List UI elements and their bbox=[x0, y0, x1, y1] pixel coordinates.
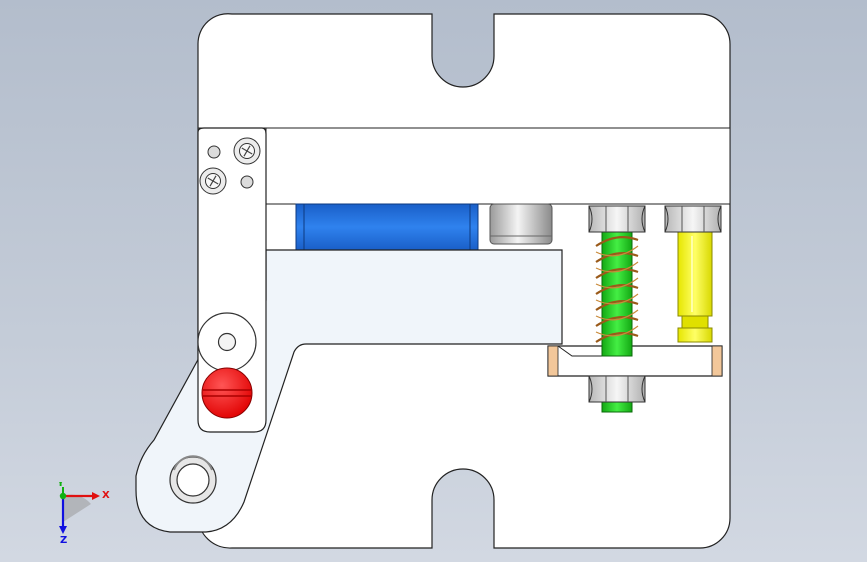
y-axis-label: Y bbox=[56, 482, 65, 489]
dowel-pin-bottom bbox=[240, 175, 254, 189]
upper-bar bbox=[265, 127, 731, 205]
coordinate-triad: X Y Z bbox=[56, 482, 110, 544]
stop-screw-red bbox=[201, 367, 253, 419]
dowel-pin-top bbox=[207, 145, 221, 159]
blue-pad bbox=[295, 203, 479, 251]
compression-spring bbox=[595, 235, 639, 343]
guide-pin-yellow bbox=[677, 231, 713, 343]
silver-pin bbox=[489, 203, 553, 245]
z-axis-label: Z bbox=[60, 535, 67, 544]
x-axis-label: X bbox=[102, 490, 110, 501]
hex-nut-bottom bbox=[588, 375, 646, 403]
hex-nut-top-right bbox=[664, 205, 722, 233]
hex-nut-top-left bbox=[588, 205, 646, 233]
spring-plate bbox=[547, 345, 723, 377]
